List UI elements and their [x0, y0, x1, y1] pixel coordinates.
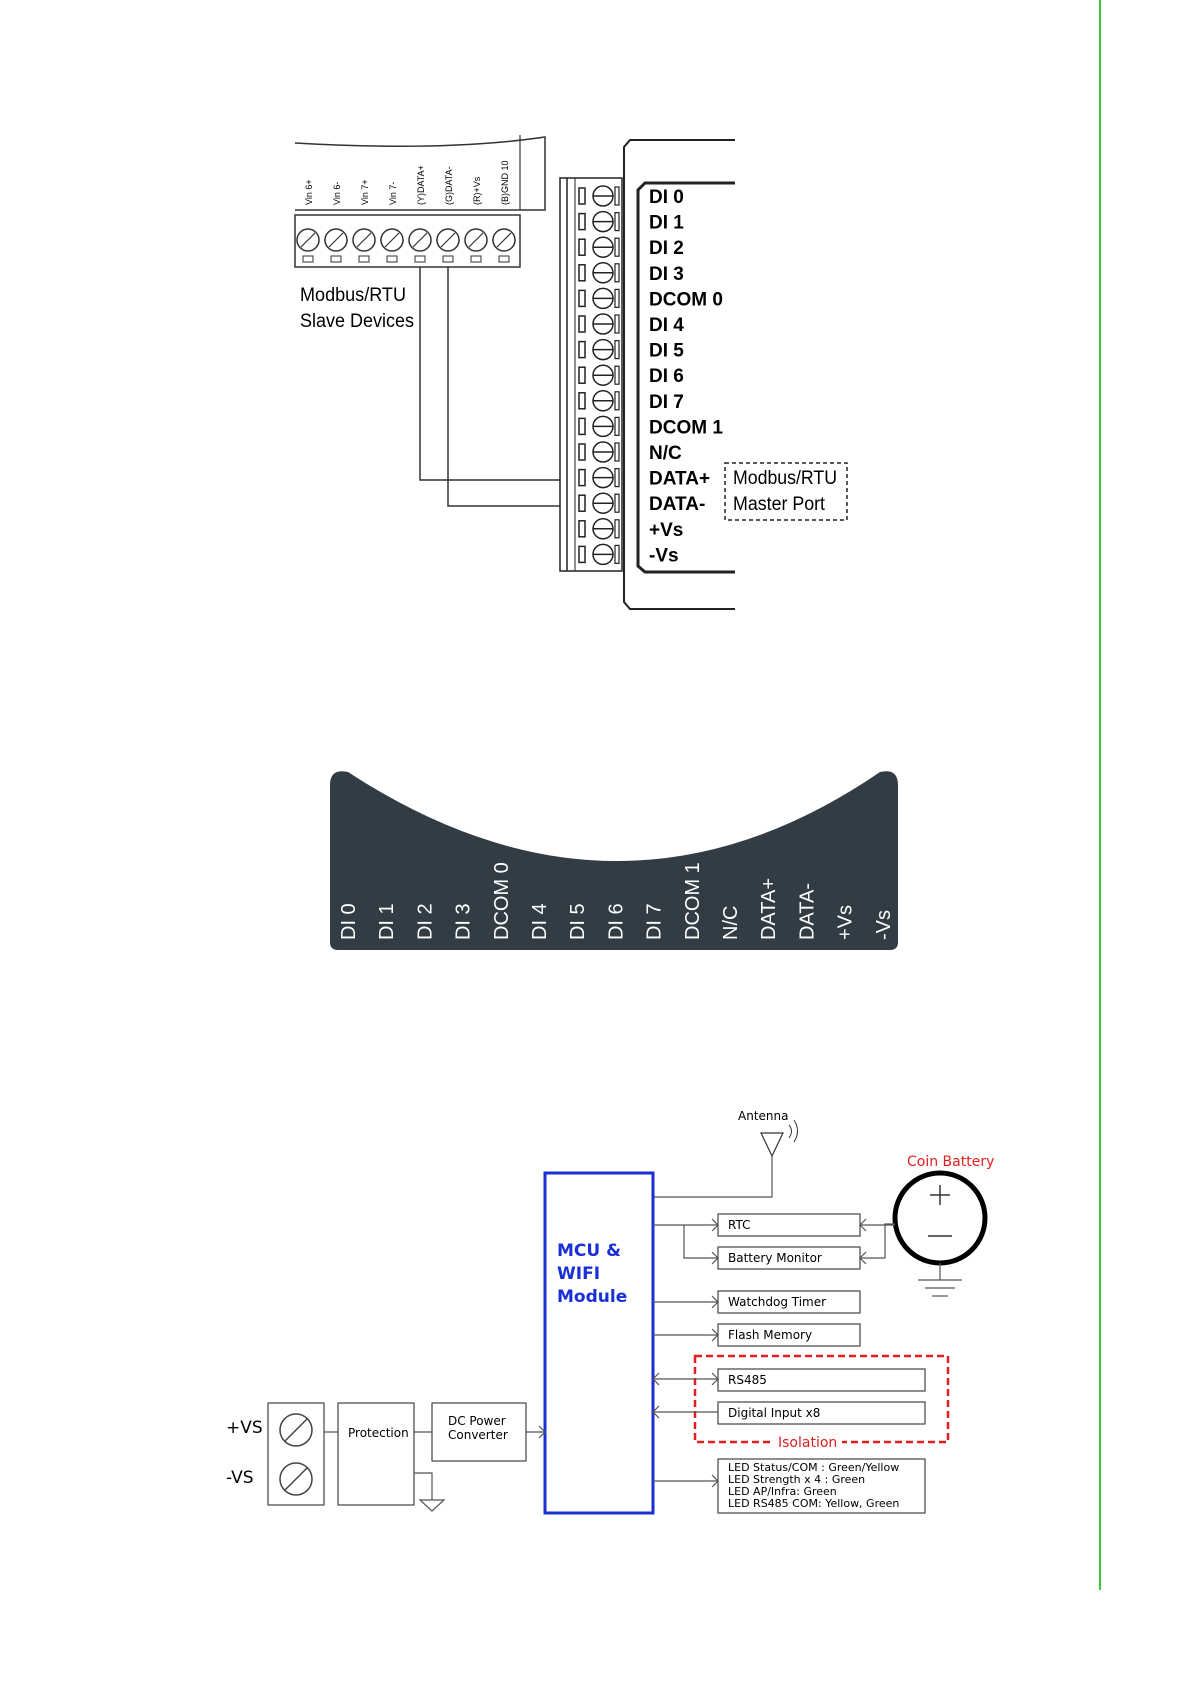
label-plate: DI 0 DI 1 DI 2 DI 3 DCOM 0 DI 4 DI 5 DI 6 DI 7 DC… [330, 771, 898, 950]
slave-terminal-label: (G)DATA- [444, 166, 454, 205]
terminal-screw-icon [279, 1413, 313, 1447]
plus-vs-label: +VS [226, 1418, 263, 1438]
mcu-label-line-3: Module [557, 1287, 627, 1307]
plate-pin-label: DI 2 [414, 903, 436, 940]
plate-pin-label: DATA+ [758, 878, 780, 940]
slave-terminal-label: Vin 6- [332, 182, 342, 205]
dc-power-label-2: Converter [448, 1428, 508, 1442]
slave-terminal-label: Vin 6+ [304, 179, 314, 205]
protection-label: Protection [348, 1426, 409, 1440]
plate-pin-label: DATA- [796, 883, 818, 940]
pin-label: DI 6 [649, 366, 684, 387]
plate-pin-label: DI 1 [376, 903, 398, 940]
terminal-screw-icon [492, 228, 516, 252]
pin-label: DI 5 [649, 341, 684, 362]
master-port-box [724, 462, 848, 521]
plate-pin-label: DI 4 [529, 903, 551, 940]
rs485-block [717, 1368, 926, 1392]
block-diagram: Antenna Coin Battery MCU & WIFI Module R… [226, 1109, 994, 1515]
slave-device-housing [294, 136, 546, 211]
protection-block [337, 1402, 415, 1506]
terminal-screw-icon [436, 228, 460, 252]
plate-pin-label: DI 6 [605, 903, 627, 940]
pin-label: DI 1 [649, 213, 684, 234]
power-terminal-block [267, 1402, 325, 1506]
led-line-1: LED Status/COM : Green/Yellow [728, 1461, 899, 1474]
plate-pin-label: DI 3 [453, 903, 475, 940]
flash-memory-label: Flash Memory [728, 1328, 812, 1342]
mcu-label-line-2: WIFI [557, 1264, 600, 1284]
plate-pin-label: DI 5 [567, 903, 589, 940]
pin-label: N/C [649, 443, 682, 464]
module-case [623, 139, 735, 610]
digital-input-label: Digital Input x8 [728, 1406, 820, 1420]
led-line-3: LED AP/Infra: Green [728, 1485, 837, 1498]
terminal-screw-icon [279, 1462, 313, 1496]
dc-power-label-1: DC Power [448, 1414, 506, 1428]
rs485-label: RS485 [728, 1373, 767, 1387]
led-line-2: LED Strength x 4 : Green [728, 1473, 865, 1486]
slave-terminal-label: (Y)DATA+ [416, 165, 426, 205]
label-plate-shape [330, 771, 898, 950]
led-line-4: LED RS485 COM: Yellow, Green [728, 1497, 899, 1510]
isolation-label: Isolation [778, 1435, 837, 1451]
terminal-screw-icon [408, 228, 432, 252]
plate-pin-label: -Vs [873, 910, 895, 940]
pin-label: DCOM 0 [649, 289, 723, 310]
coin-battery-label: Coin Battery [907, 1154, 994, 1170]
master-label-line-2: Master Port [733, 494, 826, 515]
connector-housing [559, 177, 623, 572]
ground-icon [418, 1499, 446, 1512]
led-block [717, 1458, 926, 1514]
plate-pin-label: DI 7 [644, 903, 666, 940]
antenna-icon [760, 1132, 784, 1158]
master-label-line-1: Modbus/RTU [733, 468, 837, 489]
battery-monitor-label: Battery Monitor [728, 1251, 822, 1265]
pin-label: DATA+ [649, 469, 710, 490]
pin-label: DI 3 [649, 264, 684, 285]
pin-label: DATA- [649, 494, 705, 515]
antenna-label: Antenna [738, 1109, 788, 1123]
pin-label: DI 7 [649, 392, 684, 413]
pin-label: DI 4 [649, 315, 684, 336]
pin-label: -Vs [649, 545, 679, 566]
plate-pin-label: N/C [720, 906, 742, 940]
slave-terminal-label: Vin 7+ [360, 179, 370, 205]
terminal-screw-icon [324, 228, 348, 252]
wire-data-plus [419, 267, 560, 481]
watchdog-timer-label: Watchdog Timer [728, 1295, 826, 1309]
wire-data-minus [447, 267, 560, 507]
terminal-screw-icon [380, 228, 404, 252]
slave-terminal-label: Vin 7- [388, 182, 398, 205]
minus-vs-label: -VS [226, 1468, 254, 1488]
slave-terminal-block [294, 214, 521, 268]
terminal-screw-icon [296, 228, 320, 252]
slave-label-line-2: Slave Devices [300, 311, 414, 332]
mcu-label-line-1: MCU & [557, 1241, 621, 1261]
slave-terminal-label: (R)+Vs [472, 176, 482, 205]
slave-label-line-1: Modbus/RTU [300, 285, 406, 306]
plate-pin-label: DCOM 1 [682, 862, 704, 940]
rtc-label: RTC [728, 1218, 750, 1232]
mcu-wifi-module-block [543, 1171, 655, 1515]
pin-label: DI 0 [649, 187, 684, 208]
plate-pin-label: DI 0 [338, 903, 360, 940]
pin-label: DCOM 1 [649, 417, 723, 438]
terminal-screw-icon [352, 228, 376, 252]
terminal-screw-icon [464, 228, 488, 252]
digital-input-block [717, 1401, 926, 1425]
slave-terminal-label: (B)GND 10 [500, 160, 510, 205]
pin-label: +Vs [649, 520, 683, 541]
pin-label: DI 2 [649, 238, 684, 259]
plate-pin-label: +Vs [835, 905, 857, 940]
plate-pin-label: DCOM 0 [491, 862, 513, 940]
wiring-diagram: Vin 6+ Vin 6- Vin 7+ Vin 7- (Y)DATA+ (G)DATA-… [294, 135, 848, 610]
